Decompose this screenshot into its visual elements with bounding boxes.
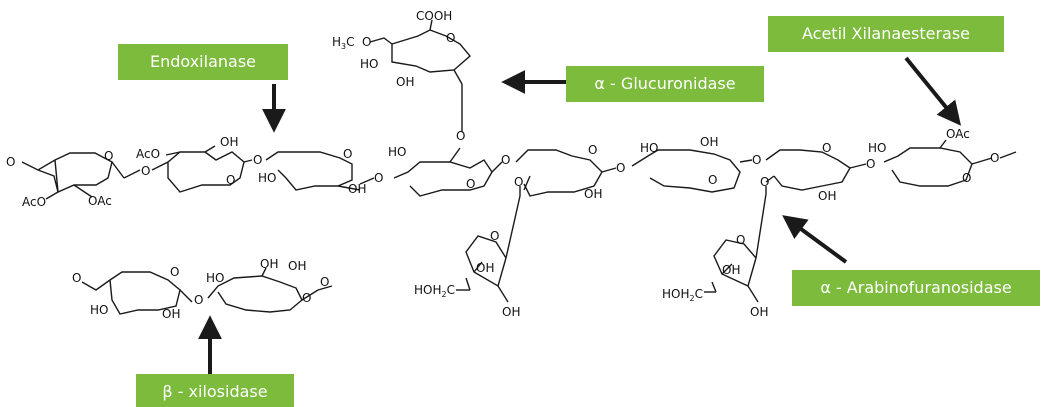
ara2-o: O [736,233,745,247]
glc-methoxy-o: O [362,35,371,49]
ring3-o: O [343,147,352,161]
endoxilanase-label: Endoxilanase [118,44,288,80]
ring4-o: O [466,177,475,191]
ring5-o-branch: O [514,175,523,189]
glucuronidase-label: α - Glucuronidase [566,66,764,102]
link-o-3: O [374,171,383,185]
xyl-link-o: O [194,293,203,307]
ara2-oh: OH [750,305,768,319]
methoxy-right-o: O [990,151,999,165]
glc-h3c: H3C [332,35,355,51]
ring7-oh: OH [818,189,836,203]
ara2-oh-inner: OH [722,263,740,277]
ring8-oac: OAc [946,127,970,141]
xylobiose-bonds [81,267,333,315]
link-o-7: O [866,157,875,171]
xyl2-o: O [302,291,311,305]
ring6-ho: HO [640,141,658,155]
glucuronic-acid-bonds [369,19,471,132]
acetil-xilanaesterase-arrow [904,56,962,126]
xyl2-oh: OH [288,259,306,273]
ara1-oh: OH [502,305,520,319]
link-o-6: O [752,153,761,167]
ara2-hoh2c: HOH2C [662,287,703,303]
ring1-oac: OAc [88,194,112,208]
ara1-oh-inner: OH [476,261,494,275]
ring2-aco: AcO [136,147,160,161]
ring5-o: O [588,143,597,157]
acetil-xilanaesterase-label: Acetil Xilanaesterase [768,16,1004,52]
xyl1-o: O [170,265,179,279]
ara1-hoh2c: HOH2C [414,283,455,299]
link-o-4: O [501,153,510,167]
ring7-o: O [822,141,831,155]
xyl1-ho: HO [90,303,108,317]
glc-ring-o: O [446,31,455,45]
ring8-ho: HO [868,141,886,155]
ring5-oh: OH [584,187,602,201]
glc-oh: OH [396,75,414,89]
xyl2-oh-top: OH [260,257,278,271]
ring4-o-link: O [456,129,465,143]
ring1-o: O [104,149,113,163]
xyl2-ho: HO [206,271,224,285]
xyl1-oh: OH [162,307,180,321]
link-o-5: O [616,161,625,175]
xyl2-methoxy-o: O [320,275,329,289]
atom-labels: O O AcO OAc O AcO OH O O HO O OH O HO O … [6,9,999,321]
glc-cooh: COOH [416,9,452,23]
methoxy-left: O [6,155,15,169]
arabinofuranose-1-bonds [456,186,521,303]
ring3-oh: OH [348,182,366,196]
main-chain-bonds [21,139,1017,200]
ring8-o: O [962,171,971,185]
arabinofuranose-2-bonds [704,186,767,303]
link-o-2: O [253,153,262,167]
link-o-1: O [141,164,150,178]
ring6-oh: OH [700,135,718,149]
enzyme-arrows [198,56,962,378]
arabinofuranosidase-arrow [782,215,848,264]
arabinofuranosidase-label: α - Arabinofuranosidase [792,270,1040,306]
ara1-o: O [490,229,499,243]
ring1-aco: AcO [22,195,46,209]
ring2-o: O [226,173,235,187]
ring7-o-branch: O [760,175,769,189]
xilosidase-label: β - xilosidase [136,374,294,407]
ring3-ho: HO [258,171,276,185]
ring2-oh: OH [220,135,238,149]
xyl-methoxy-o: O [72,271,81,285]
ring6-o: O [708,173,717,187]
glc-ho: HO [360,57,378,71]
ring4-ho: HO [388,145,406,159]
